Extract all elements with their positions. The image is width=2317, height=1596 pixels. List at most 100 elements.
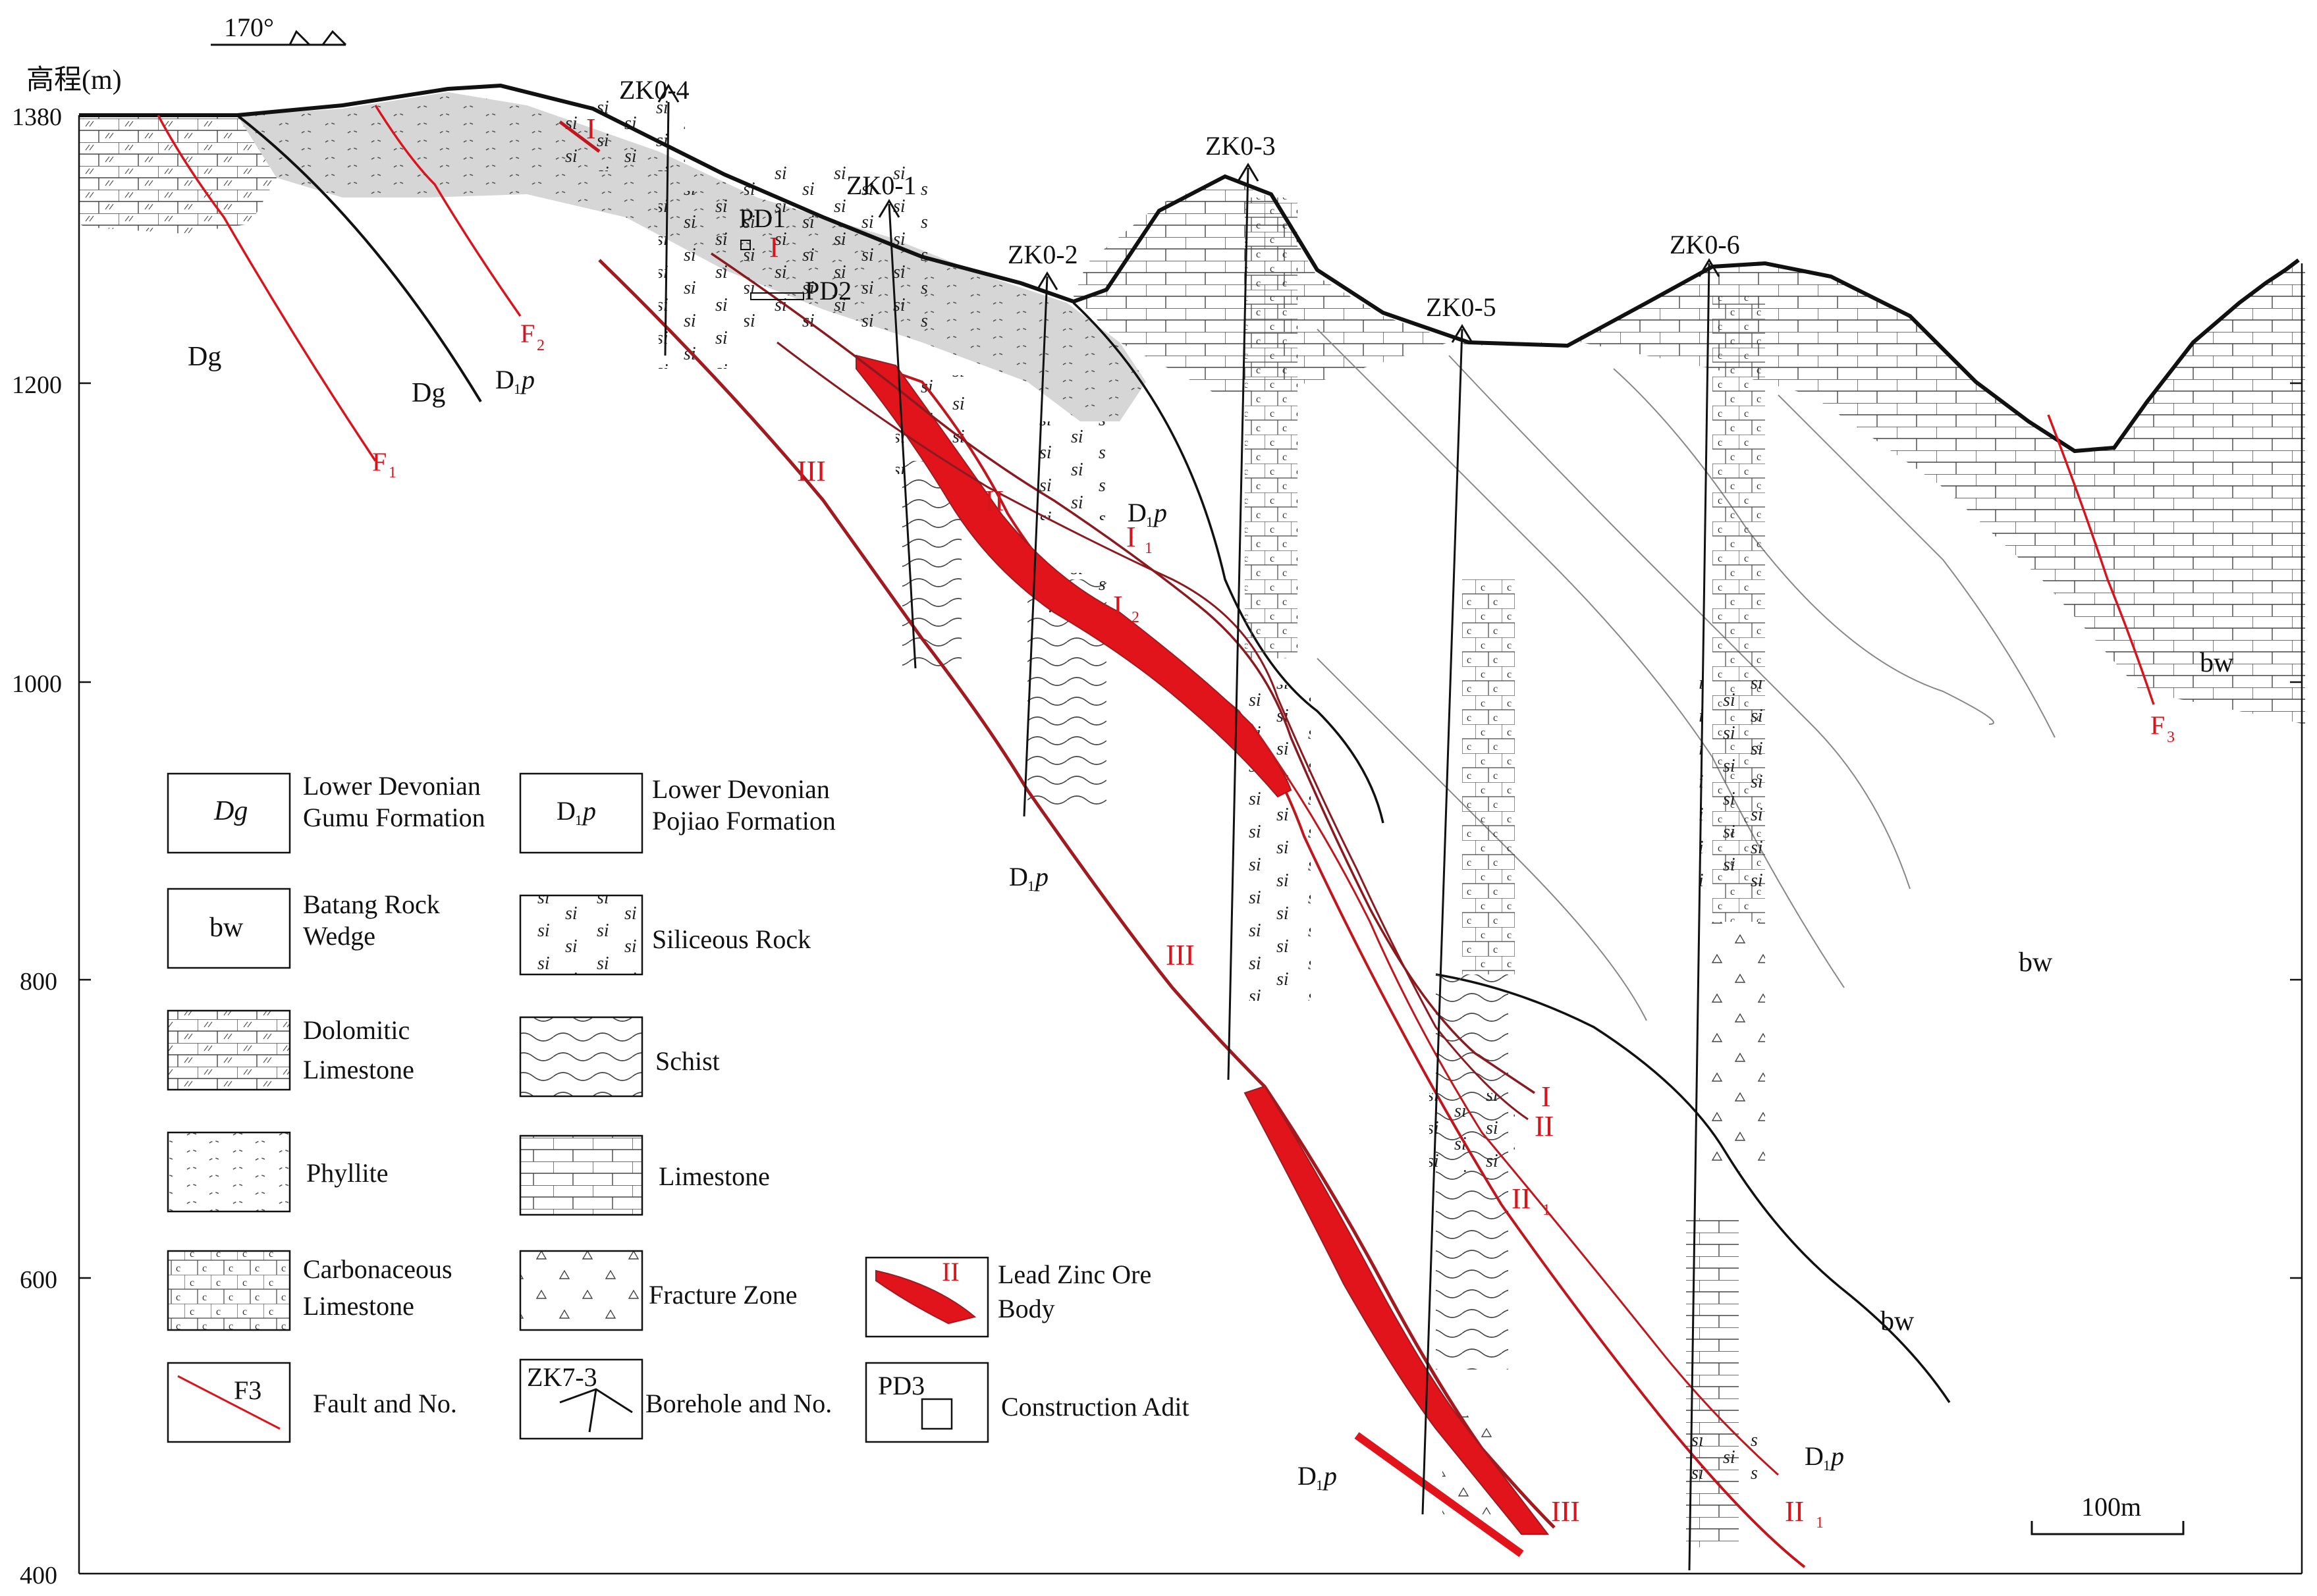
orebody-i [711,252,1535,1094]
bedding-trace [1778,394,2056,738]
borehole-zk0-4 [664,101,670,356]
d1p-label-p: p [1829,1441,1844,1471]
y-tick-label: 1000 [12,670,62,698]
fault-f1 [157,115,377,462]
fault-label-f3: F [2150,710,2165,740]
orebody-label-i1-sub: 1 [1145,540,1153,557]
legend-symbol-ore: II [942,1257,960,1287]
orebody-label-iii: III [1551,1495,1580,1528]
y-tick-label: 800 [20,968,57,996]
formation-label-bw: bw [2200,648,2234,678]
orebody-label-i: I [586,113,596,145]
fracture-column [1699,922,1765,1172]
orebody-ii1 [1250,724,1780,1476]
orebody-label-ii1-sub: 1 [1542,1202,1550,1219]
legend-symbol-fault: F3 [234,1375,261,1405]
siliceous-zone [1686,1435,1758,1481]
legend-text-carb: Carbonaceous Limestone [303,1254,452,1321]
adit-pd1-symbol [740,240,751,250]
legend-d1p-d: D [557,796,576,826]
borehole-label-zk0-1: ZK0-1 [846,171,917,200]
d1p-label-p: p [1322,1461,1337,1491]
elevation-label: 高程(m) [26,65,122,95]
formation-labels: Dg Dg bw bw bw [188,342,2234,1337]
legend-d1p-sub: 1 [575,812,582,828]
legend-swatch-dolo [167,1009,291,1091]
legend-text-borehole: Borehole and No. [645,1389,832,1418]
d1p-label-sub: 1 [1316,1477,1323,1493]
borehole-label-zk0-4: ZK0-4 [619,75,690,105]
orebody-iii-lower [1354,1432,1524,1557]
limestone-column [1686,1218,1739,1547]
d1p-label-d: D [1297,1461,1317,1491]
orebody-label-ii: II [1535,1110,1554,1142]
formation-label-dg: Dg [412,378,445,408]
fault-label-f2: F [520,319,535,348]
d1p-labels: D 1 p D 1 p D 1 p D 1 p D 1 p [495,365,1844,1493]
formation-label-bw: bw [1880,1306,1915,1337]
adit-pd2-symbol [750,292,804,300]
legend: Dg Lower Devonian Gumu Formation D 1 p L… [167,771,1189,1443]
scale-bar [2031,1521,2185,1535]
carbonaceous-column [1462,579,1515,974]
legend-text-fracture: Fracture Zone [649,1280,797,1310]
legend-swatch-fracture [519,1250,643,1331]
siliceous-zone [553,99,685,171]
orebody-label-ii1: II [1785,1495,1804,1528]
orebody-labels: I I III II I 1 I 2 III I II II 1 III II … [586,113,1824,1531]
y-tick-labels: 1380 1200 1000 800 600 400 [12,103,62,1589]
orebody-i-upper [559,120,601,153]
borehole-zk0-2 [1023,276,1049,817]
orebody-ii-lens [856,354,1292,798]
legend-fault-icon [177,1375,281,1430]
borehole-icon [559,1388,633,1433]
fault-f2 [374,105,522,317]
d1p-label-sub: 1 [1146,514,1153,530]
orebody-label-i: I [1541,1080,1551,1113]
dolomite-region-left [79,115,277,234]
legend-text-adit: Construction Adit [1001,1392,1189,1422]
fault-label-f3-sub: 3 [2167,729,2175,746]
legend-text-bw: Batang Rock Wedge [303,890,440,951]
azimuth-arrow-icon [211,30,347,46]
fault-label-f2-sub: 2 [537,337,545,354]
adit-icon [921,1398,953,1430]
orebody-label-iii: III [1166,939,1195,971]
legend-symbol-borehole: ZK7-3 [527,1362,597,1392]
legend-ore-icon [875,1269,977,1325]
y-tick-label: 400 [20,1562,57,1589]
formation-boundary [236,114,482,403]
orebody-i1 [777,341,1529,1121]
d1p-label-d: D [495,365,514,394]
borehole-zk0-3 [1227,167,1249,1080]
d1p-label-p: p [1152,498,1167,527]
legend-text-fault: Fault and No. [313,1389,457,1418]
legend-text-dg: Lower Devonian Gumu Formation [303,771,485,832]
legend-swatch-dg [167,772,291,854]
d1p-label-p: p [520,365,535,394]
legend-text-dolo: Dolomitic Limestone [303,1015,414,1084]
d1p-label-sub: 1 [1823,1457,1830,1474]
orebody-label-ii1: II [1512,1183,1531,1215]
scale-bar-label: 100m [2081,1492,2141,1522]
d1p-label-p: p [1033,862,1049,891]
y-tick-label: 1200 [12,371,62,399]
d1p-label-sub: 1 [1027,878,1035,894]
borehole-label-zk0-3: ZK0-3 [1205,131,1276,161]
borehole-zk0-1 [888,203,917,669]
legend-text-phyllite: Phyllite [306,1158,388,1188]
orebody-label-i: I [769,231,779,263]
legend-swatch-phyllite [167,1131,291,1213]
borehole-label-zk0-2: ZK0-2 [1008,240,1078,269]
legend-d1p-p: p [581,796,596,826]
legend-swatch-si [519,894,643,976]
y-tick-label: 1380 [12,103,62,131]
carbonaceous-column [1245,198,1297,658]
bedding-trace [1317,329,1845,988]
fault-labels: F 1 F 2 F 3 [372,319,2175,746]
d1p-label-d: D [1805,1441,1824,1471]
siliceous-zone [659,191,738,369]
adit-label-pd2: PD2 [805,276,852,306]
